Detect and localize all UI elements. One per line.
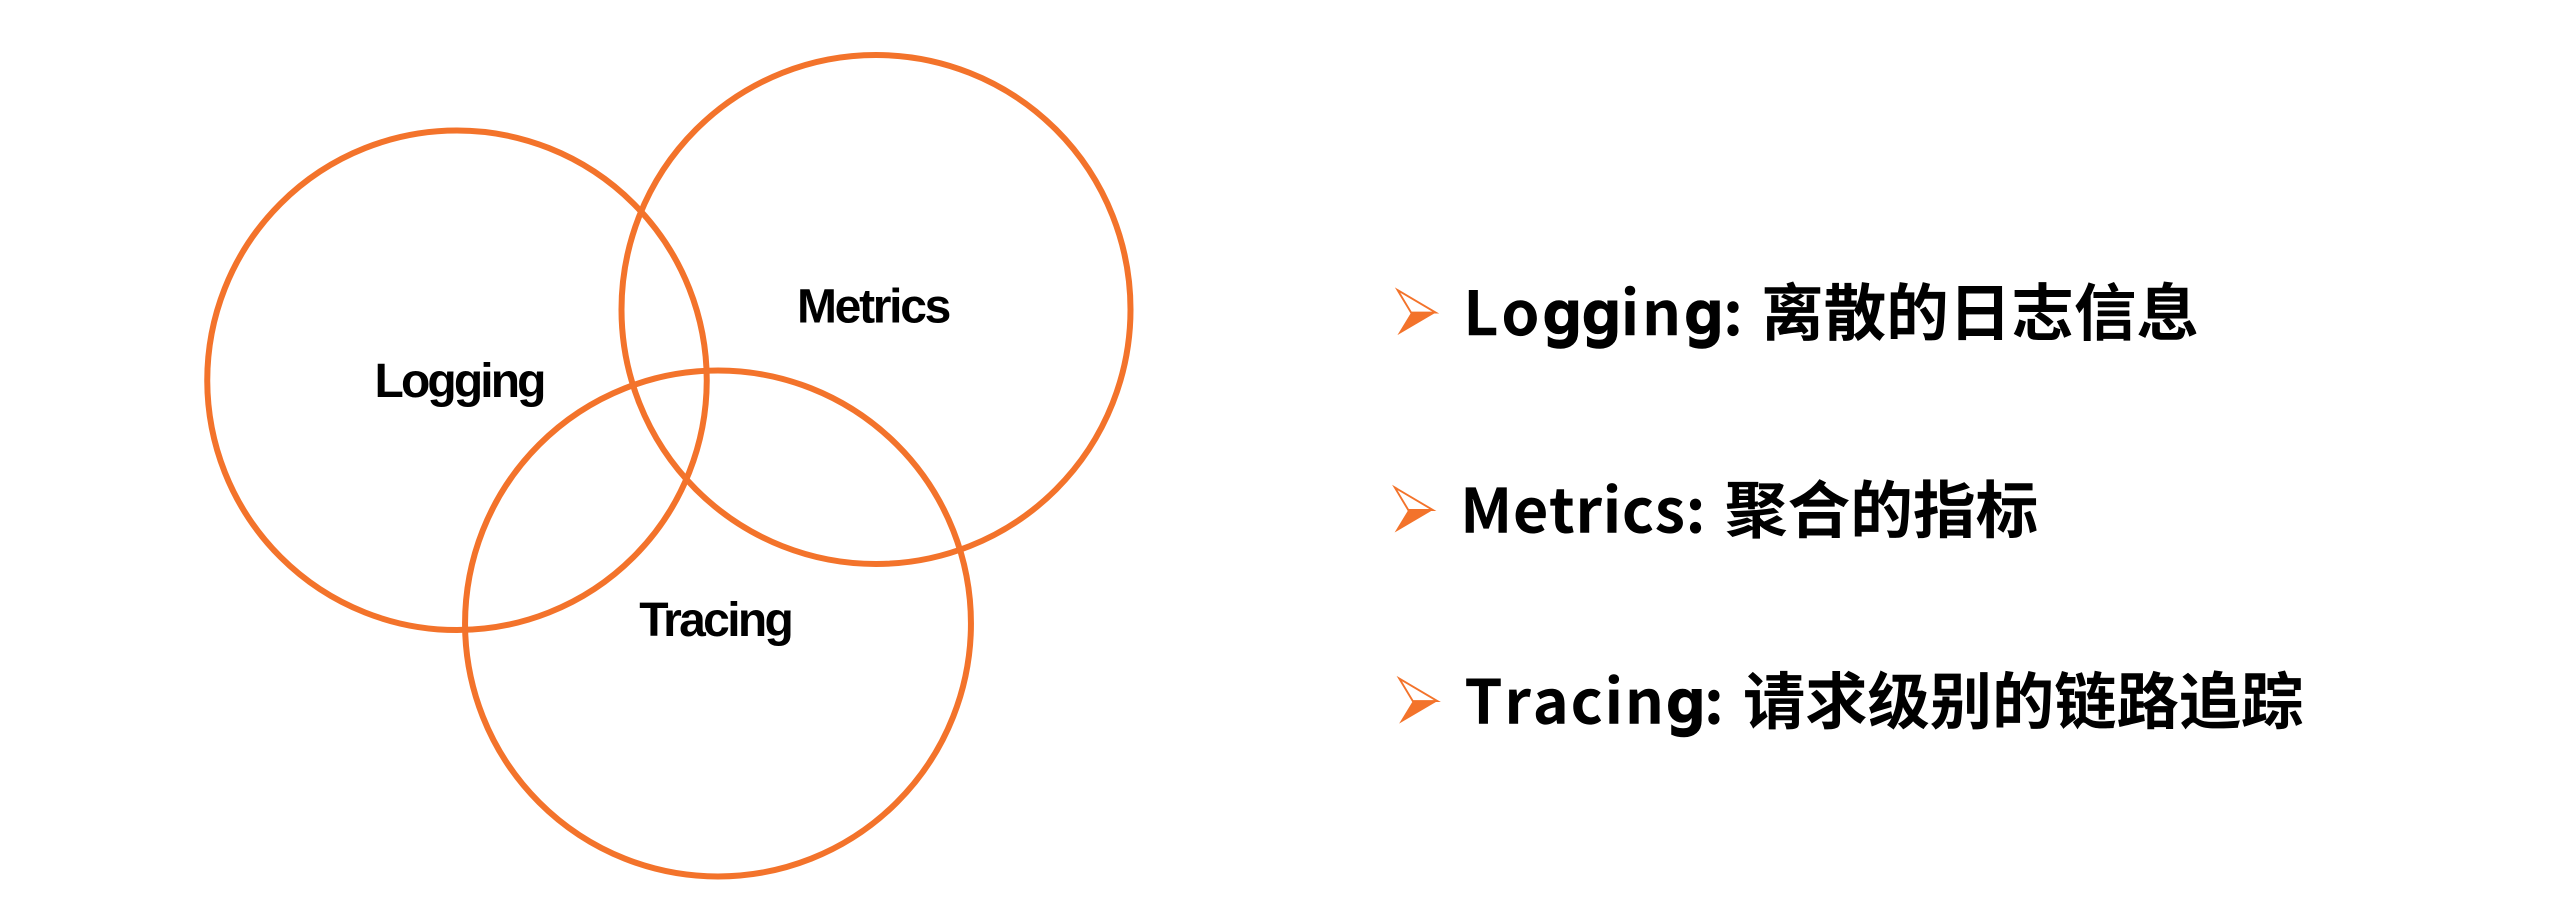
svg-text:Tracing: Tracing bbox=[639, 594, 794, 647]
svg-text:Metrics: Metrics bbox=[797, 280, 951, 333]
svg-text:Logging: Logging bbox=[375, 355, 547, 408]
